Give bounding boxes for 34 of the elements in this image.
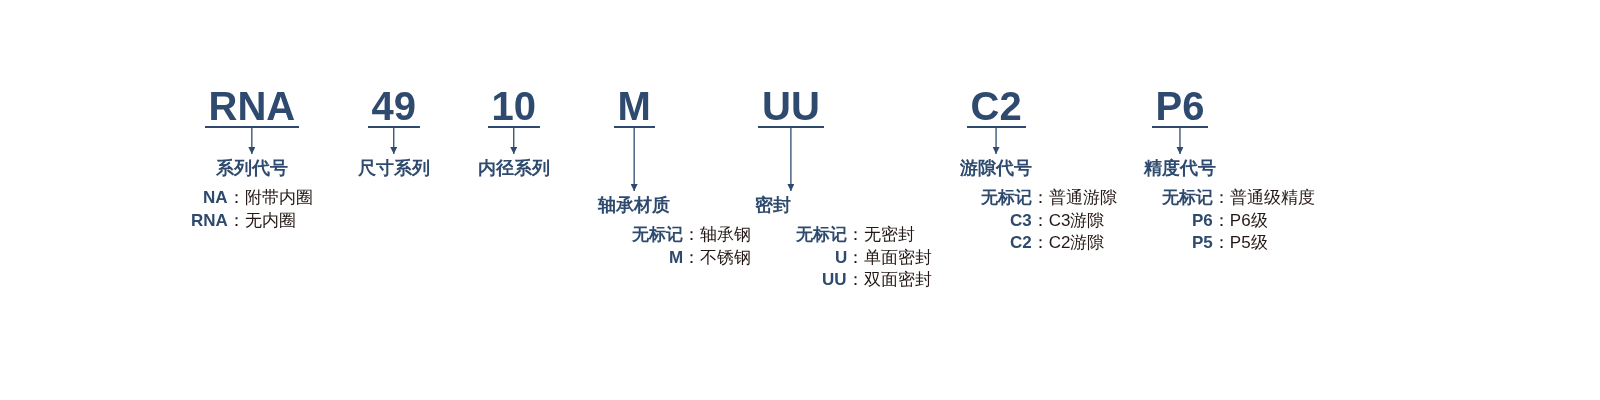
category-label: 尺寸系列 xyxy=(358,157,430,179)
definition-text: U：单面密封 xyxy=(835,246,933,269)
category-label: 系列代号 xyxy=(216,157,288,179)
arrow xyxy=(510,127,518,155)
definition-text: M：不锈钢 xyxy=(669,246,752,269)
arrow xyxy=(1176,127,1184,155)
definition-text: C3：C3游隙 xyxy=(1010,209,1105,232)
definition-text: P5：P5级 xyxy=(1192,232,1268,254)
code-label: RNA xyxy=(204,88,300,128)
arrow xyxy=(248,127,256,155)
code-label: 49 xyxy=(367,88,420,128)
code-label: P6 xyxy=(1151,88,1209,128)
category-label: 精度代号 xyxy=(1144,157,1216,179)
category-label: 内径系列 xyxy=(478,157,550,179)
category-label: 轴承材质 xyxy=(598,194,670,216)
definition-text: 无标记：轴承钢 xyxy=(632,224,751,246)
category-label: 游隙代号 xyxy=(960,157,1032,179)
code-label: UU xyxy=(758,88,824,128)
arrow xyxy=(992,127,1000,155)
definition-text: 无标记：普通级精度 xyxy=(1162,187,1315,209)
definition-text: 无标记：无密封 xyxy=(796,224,915,246)
definition-text: UU：双面密封 xyxy=(822,269,932,291)
code-label: M xyxy=(613,88,655,128)
definition-text: P6：P6级 xyxy=(1192,209,1268,232)
arrow xyxy=(787,127,795,192)
arrow xyxy=(390,127,398,155)
category-label: 密封 xyxy=(755,194,791,216)
arrow xyxy=(630,127,638,192)
definition-text: C2：C2游隙 xyxy=(1010,232,1105,254)
code-label: C2 xyxy=(966,88,1026,128)
definition-text: 无标记：普通游隙 xyxy=(981,187,1117,209)
code-label: 10 xyxy=(487,88,540,128)
definition-text: NA：附带内圈 xyxy=(203,187,313,209)
definition-text: RNA：无内圈 xyxy=(191,209,296,232)
